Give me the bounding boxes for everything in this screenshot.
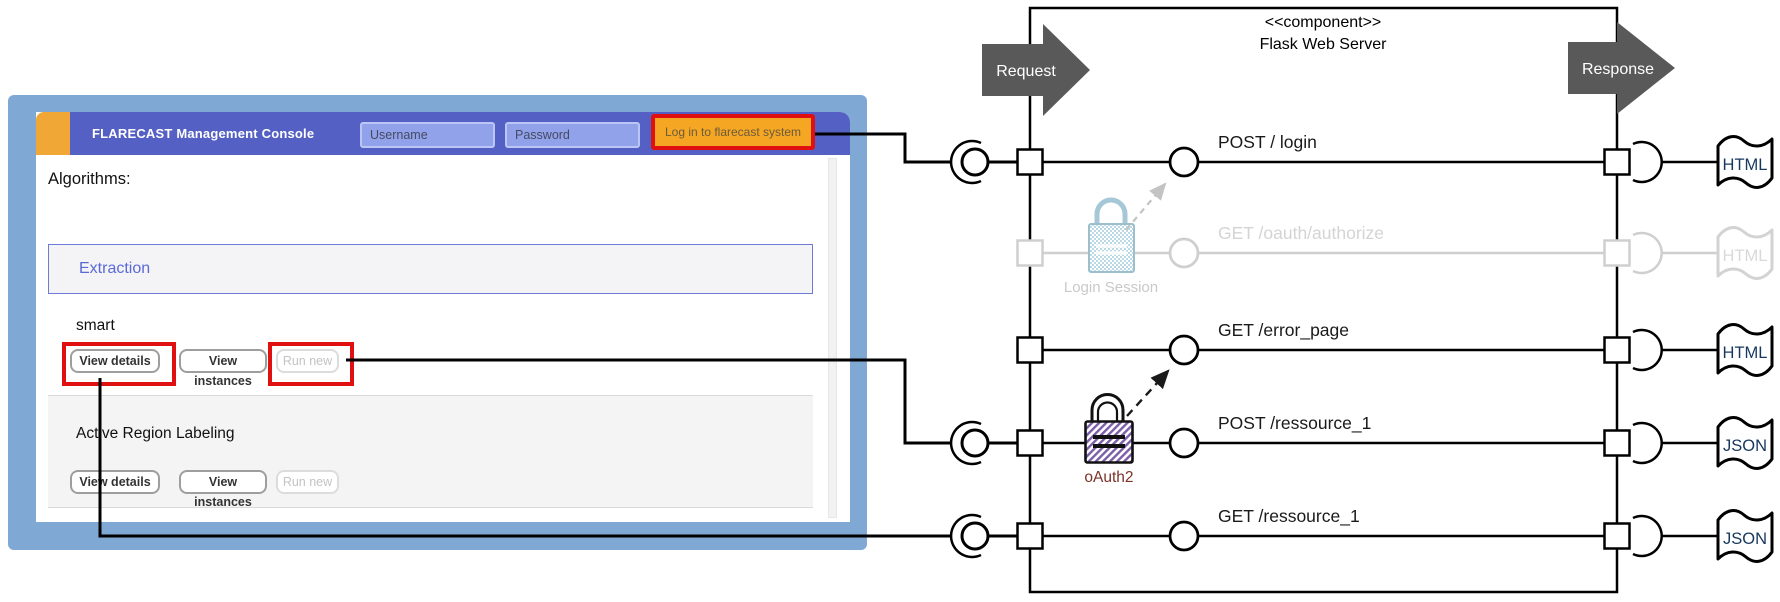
response-arrow-icon: Response	[1568, 22, 1675, 114]
endpoint-row-error-page: HTML GET /error_page	[1016, 320, 1774, 377]
document-icon: HTML	[1716, 323, 1774, 377]
doc-type-label: JSON	[1723, 437, 1767, 455]
document-icon: HTML	[1716, 135, 1774, 189]
lollipop-interface-icon	[1168, 334, 1200, 366]
password-input[interactable]	[505, 122, 640, 148]
endpoint-label: GET /ressource_1	[1218, 506, 1360, 527]
request-label: Request	[996, 63, 1056, 80]
endpoint-label: GET /error_page	[1218, 320, 1349, 341]
smart-view-details-button[interactable]: View details	[70, 349, 160, 373]
lollipop-interface-icon	[1168, 520, 1200, 552]
component-name: Flask Web Server	[1260, 36, 1388, 53]
document-icon: JSON	[1716, 509, 1774, 563]
extraction-panel: Extraction	[48, 244, 813, 294]
arl-view-details-button[interactable]: View details	[70, 470, 160, 494]
port-icon	[1016, 148, 1044, 176]
endpoint-row-post-ressource-1: JSON POST /ressource_1	[949, 413, 1774, 470]
arl-run-new-button[interactable]: Run new	[276, 470, 339, 494]
doc-type-label: JSON	[1723, 530, 1767, 548]
session-dependency-arrow	[1125, 182, 1167, 231]
arl-view-instances-button[interactable]: View instances	[179, 470, 267, 509]
algorithm-name-smart: smart	[76, 317, 115, 334]
endpoint-row-post-login: HTML POST / login	[949, 132, 1774, 189]
login-button-highlight: Log in to flarecast system	[651, 114, 815, 150]
component-stereotype: <<component>>	[1265, 14, 1382, 31]
response-label: Response	[1582, 61, 1654, 78]
endpoint-row-oauth-authorize: HTML GET /oauth/authorize	[1016, 223, 1774, 280]
port-icon	[1603, 148, 1631, 176]
ball-interface-icon	[960, 147, 990, 177]
console-title: FLARECAST Management Console	[92, 126, 315, 141]
oauth-dependency-arrow	[1126, 369, 1170, 417]
smart-view-instances-button[interactable]: View instances	[179, 349, 267, 388]
socket-icon	[1632, 421, 1663, 465]
login-session-label: Login Session	[1064, 279, 1158, 296]
socket-icon	[1632, 514, 1663, 558]
document-icon: HTML	[1716, 226, 1774, 280]
smart-run-new-button[interactable]: Run new	[276, 349, 339, 373]
username-input[interactable]	[360, 122, 495, 148]
endpoint-label: POST /ressource_1	[1218, 413, 1371, 434]
port-icon	[1603, 522, 1631, 550]
socket-icon	[1632, 328, 1663, 372]
ball-interface-icon	[960, 521, 990, 551]
lollipop-interface-icon	[1168, 237, 1200, 269]
request-arrow-icon: Request	[982, 24, 1090, 116]
socket-icon	[949, 139, 982, 185]
document-icon: JSON	[1716, 416, 1774, 470]
port-icon	[1016, 239, 1044, 267]
port-icon	[1016, 336, 1044, 364]
lollipop-interface-icon	[1168, 427, 1200, 459]
port-icon	[1603, 239, 1631, 267]
socket-icon	[949, 420, 982, 466]
doc-type-label: HTML	[1723, 156, 1768, 174]
socket-icon	[1632, 140, 1663, 184]
active-region-labeling-panel	[48, 395, 813, 508]
port-icon	[1016, 522, 1044, 550]
oauth2-label: oAuth2	[1084, 469, 1133, 486]
ball-interface-icon	[960, 428, 990, 458]
doc-type-label: HTML	[1723, 344, 1768, 362]
scrollbar[interactable]	[828, 158, 837, 518]
extraction-panel-title[interactable]: Extraction	[79, 260, 151, 277]
component-box	[1028, 6, 1619, 594]
doc-type-label: HTML	[1723, 247, 1768, 265]
endpoint-label: GET /oauth/authorize	[1218, 223, 1384, 243]
endpoint-label: POST / login	[1218, 132, 1317, 152]
login-session-lock-icon: Login Session	[1064, 197, 1158, 296]
endpoint-row-get-ressource-1: JSON GET /ressource_1	[949, 506, 1774, 563]
socket-icon	[1632, 231, 1663, 275]
orange-corner-tab	[36, 112, 70, 155]
algorithms-heading: Algorithms:	[48, 170, 131, 188]
port-icon	[1603, 429, 1631, 457]
port-icon	[1016, 429, 1044, 457]
algorithm-name-active-region-labeling: Active Region Labeling	[76, 425, 235, 442]
lollipop-interface-icon	[1168, 146, 1200, 178]
oauth2-lock-icon: oAuth2	[1084, 393, 1134, 486]
port-icon	[1603, 336, 1631, 364]
socket-icon	[949, 513, 982, 559]
login-button[interactable]: Log in to flarecast system	[655, 118, 811, 146]
